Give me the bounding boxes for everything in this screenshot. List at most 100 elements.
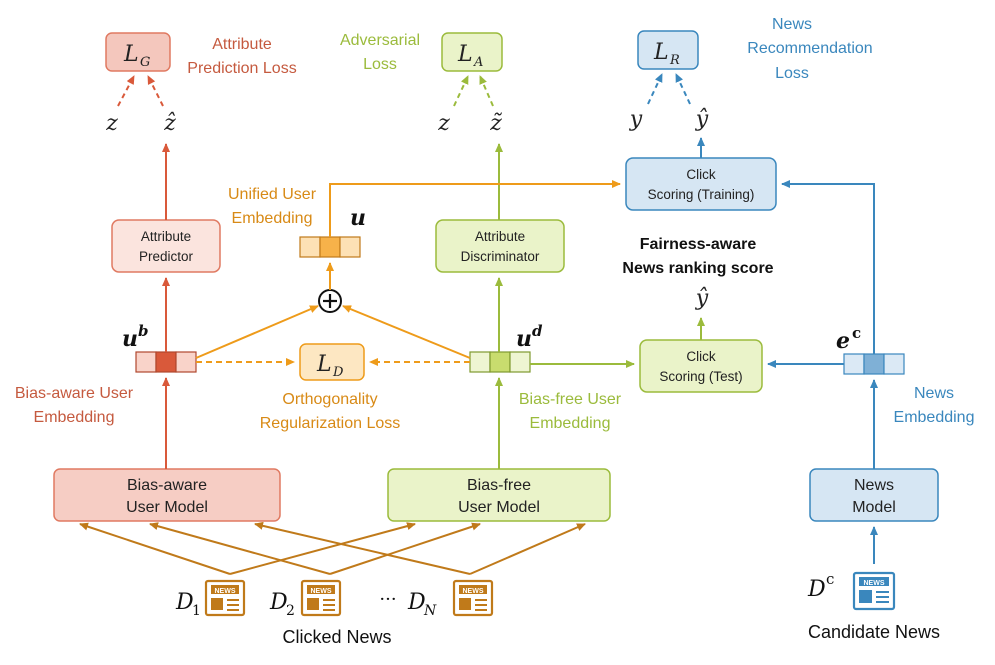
bias-free-user-model-box: Bias-free User Model bbox=[387, 468, 611, 522]
svg-text:2: 2 bbox=[286, 603, 295, 619]
symbol-z-mid: z bbox=[437, 111, 450, 136]
green-flow-arrows bbox=[495, 143, 705, 469]
symbol-y: y bbox=[629, 107, 643, 132]
sum-operator bbox=[318, 289, 342, 313]
symbol-ec: e bbox=[836, 328, 850, 354]
svg-text:Unified User: Unified User bbox=[228, 186, 317, 203]
symbol-ub-sup: b bbox=[138, 322, 149, 340]
symbol-dn: D bbox=[407, 590, 426, 615]
loss-box-la: L A bbox=[441, 32, 503, 72]
svg-text:c: c bbox=[826, 570, 834, 588]
symbol-ztilde: z̃ bbox=[489, 111, 502, 136]
lg-sub: G bbox=[140, 55, 150, 70]
svg-text:NEWS: NEWS bbox=[215, 588, 236, 595]
svg-text:Attribute: Attribute bbox=[212, 36, 272, 53]
symbol-u: u bbox=[350, 205, 366, 231]
svg-text:User Model: User Model bbox=[458, 499, 540, 516]
svg-text:Discriminator: Discriminator bbox=[461, 249, 540, 264]
symbol-ec-sup: c bbox=[852, 324, 861, 342]
output-symbols: z ẑ z z̃ y ŷ ŷ bbox=[105, 107, 709, 311]
candidate-news-label: Candidate News bbox=[808, 622, 940, 642]
caption-orthogonality: Orthogonality Regularization Loss bbox=[260, 391, 401, 432]
lg-main: L bbox=[123, 42, 139, 67]
bias-aware-user-vector: u b bbox=[122, 322, 197, 373]
click-scoring-test-box: Click Scoring (Test) bbox=[639, 339, 763, 393]
symbol-z-left: z bbox=[105, 111, 118, 136]
svg-text:Click: Click bbox=[686, 349, 715, 364]
svg-text:Bias-aware User: Bias-aware User bbox=[15, 385, 134, 402]
attribute-discriminator-box: Attribute Discriminator bbox=[435, 219, 565, 273]
caption-news-recommendation-loss: News Recommendation Loss bbox=[747, 16, 872, 82]
caption-news-embedding: News Embedding bbox=[894, 385, 975, 426]
loss-box-ld: L D bbox=[299, 343, 365, 381]
attribute-predictor-box: Attribute Predictor bbox=[111, 219, 221, 273]
news-embedding-vector: e c bbox=[836, 324, 905, 375]
lr-main: L bbox=[653, 40, 669, 65]
svg-text:NEWS: NEWS bbox=[864, 580, 885, 587]
la-main: L bbox=[457, 42, 473, 67]
symbol-dc: D bbox=[807, 577, 826, 602]
caption-bias-free-embedding: Bias-free User Embedding bbox=[519, 391, 622, 432]
symbol-yhat-top: ŷ bbox=[695, 107, 709, 132]
news-icon: NEWS bbox=[452, 579, 494, 617]
svg-text:Bias-aware: Bias-aware bbox=[127, 477, 207, 494]
caption-adversarial-loss: Adversarial Loss bbox=[340, 32, 420, 73]
svg-text:User Model: User Model bbox=[126, 499, 208, 516]
svg-text:Model: Model bbox=[852, 499, 896, 516]
unified-user-vector: u bbox=[299, 205, 366, 258]
svg-text:Scoring (Test): Scoring (Test) bbox=[659, 369, 742, 384]
svg-text:Adversarial: Adversarial bbox=[340, 32, 420, 49]
svg-text:Predictor: Predictor bbox=[139, 249, 194, 264]
candidate-news-group: D c NEWS Candidate News bbox=[807, 570, 940, 642]
svg-text:News ranking score: News ranking score bbox=[622, 260, 773, 277]
ld-main: L bbox=[316, 352, 332, 377]
la-sub: A bbox=[473, 55, 483, 70]
news-icon: NEWS bbox=[852, 571, 896, 611]
news-icon: NEWS bbox=[204, 579, 246, 617]
click-scoring-training-box: Click Scoring (Training) bbox=[625, 157, 777, 211]
caption-fairness: Fairness-aware News ranking score bbox=[622, 236, 773, 277]
svg-text:Loss: Loss bbox=[363, 56, 397, 73]
caption-bias-aware-embedding: Bias-aware User Embedding bbox=[15, 385, 134, 426]
svg-text:Prediction Loss: Prediction Loss bbox=[187, 60, 296, 77]
svg-text:News: News bbox=[854, 477, 894, 494]
news-model-box: News Model bbox=[809, 468, 939, 522]
svg-text:Bias-free User: Bias-free User bbox=[519, 391, 622, 408]
svg-text:Embedding: Embedding bbox=[530, 415, 611, 432]
svg-text:Attribute: Attribute bbox=[141, 229, 191, 244]
loss-box-lr: L R bbox=[637, 30, 699, 70]
svg-text:Embedding: Embedding bbox=[894, 409, 975, 426]
lr-sub: R bbox=[669, 53, 680, 68]
svg-text:News: News bbox=[772, 16, 812, 33]
symbol-yhat-test: ŷ bbox=[695, 286, 709, 311]
loss-box-lg: L G bbox=[105, 32, 171, 72]
svg-text:NEWS: NEWS bbox=[463, 588, 484, 595]
svg-text:Scoring (Training): Scoring (Training) bbox=[648, 187, 755, 202]
blue-flow-arrows bbox=[697, 137, 878, 564]
symbol-d2: D bbox=[269, 590, 288, 615]
svg-text:Loss: Loss bbox=[775, 65, 809, 82]
caption-unified-user-embedding: Unified User Embedding bbox=[228, 186, 317, 227]
ld-sub: D bbox=[332, 365, 344, 380]
svg-text:Embedding: Embedding bbox=[232, 210, 313, 227]
svg-text:Fairness-aware: Fairness-aware bbox=[640, 236, 757, 253]
clicked-news-label: Clicked News bbox=[282, 627, 391, 647]
svg-text:Attribute: Attribute bbox=[475, 229, 525, 244]
svg-text:News: News bbox=[914, 385, 954, 402]
orange-flow-arrows bbox=[195, 180, 621, 366]
bias-aware-user-model-box: Bias-aware User Model bbox=[53, 468, 281, 522]
svg-text:Orthogonality: Orthogonality bbox=[282, 391, 377, 408]
svg-text:Click: Click bbox=[686, 167, 715, 182]
clicked-news-arrows bbox=[79, 521, 586, 575]
news-icon: NEWS bbox=[300, 579, 342, 617]
svg-text:1: 1 bbox=[192, 603, 201, 619]
svg-text:NEWS: NEWS bbox=[311, 588, 332, 595]
svg-text:Regularization Loss: Regularization Loss bbox=[260, 415, 401, 432]
svg-text:N: N bbox=[423, 603, 437, 619]
caption-attribute-prediction-loss: Attribute Prediction Loss bbox=[187, 36, 296, 77]
clicked-news-group: D 1 NEWS D 2 NEWS ··· D N bbox=[175, 579, 494, 647]
svg-text:Recommendation: Recommendation bbox=[747, 40, 872, 57]
svg-text:Bias-free: Bias-free bbox=[467, 477, 531, 494]
